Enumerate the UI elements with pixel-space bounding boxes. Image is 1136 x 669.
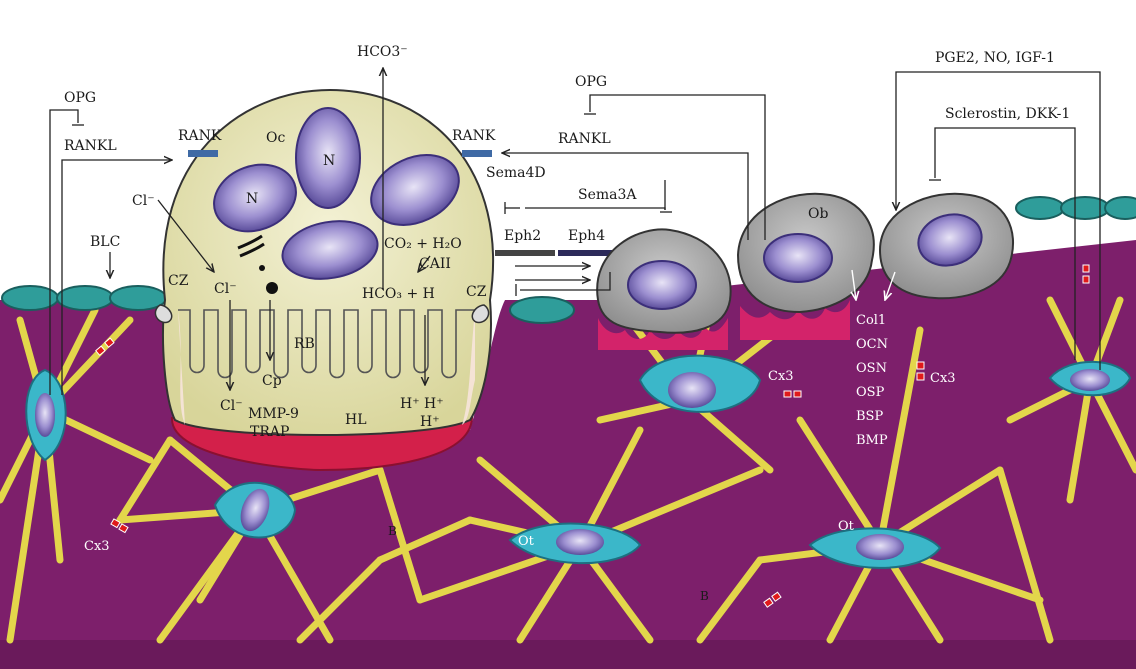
label-co2: CO₂ + H₂O	[384, 236, 462, 252]
osteoblast-3	[880, 194, 1013, 299]
label-sema3a: Sema3A	[578, 187, 637, 203]
ob-product-item: BMP	[856, 433, 888, 448]
label-hplus-row: H⁺ H⁺	[400, 396, 444, 412]
label-eph2: Eph2	[504, 228, 541, 244]
label-cl-mid: Cl⁻	[214, 281, 237, 297]
ob-product-item: OCN	[856, 337, 888, 352]
osteoblast-2	[738, 194, 874, 312]
label-rb: RB	[294, 336, 315, 352]
label-cl-bottom: Cl⁻	[220, 398, 243, 414]
label-hplus-single: H⁺	[420, 414, 440, 430]
label-caii: CAII	[419, 256, 451, 272]
label-pge2: PGE2, NO, IGF-1	[935, 50, 1055, 66]
label-opg-mid: OPG	[575, 74, 607, 90]
label-b-mid: B	[700, 589, 709, 603]
label-trap: TRAP	[250, 424, 289, 440]
ob-product-item: OSN	[856, 361, 887, 376]
label-rankl-left: RANKL	[64, 138, 117, 154]
label-mmp9: MMP-9	[248, 406, 299, 422]
label-rank-right: RANK	[452, 128, 496, 144]
label-cl-top: Cl⁻	[132, 193, 155, 209]
label-hl: HL	[345, 412, 367, 428]
ob-product-item: OSP	[856, 385, 885, 400]
osteoclast	[155, 90, 493, 470]
label-rankl-mid: RANKL	[558, 131, 611, 147]
label-n-top: N	[323, 153, 335, 169]
label-ot-left: Ot	[518, 534, 535, 549]
eph2-bar	[495, 250, 555, 256]
label-cx3-mid: Cx3	[768, 369, 794, 384]
label-ob: Ob	[808, 206, 828, 222]
label-cz-left: CZ	[168, 273, 189, 289]
label-opg-left: OPG	[64, 90, 96, 106]
ob-product-item: Col1	[856, 313, 886, 328]
label-sclerostin: Sclerostin, DKK-1	[945, 106, 1070, 122]
osteoblast-1	[597, 229, 730, 332]
label-b-left: B	[388, 524, 397, 538]
label-cx3-right: Cx3	[930, 371, 956, 386]
ob-product-item: BSP	[856, 409, 883, 424]
label-ot-right: Ot	[838, 519, 855, 534]
label-oc: Oc	[266, 130, 285, 146]
label-sema4d: Sema4D	[486, 165, 546, 181]
label-eph4: Eph4	[568, 228, 605, 244]
label-cp: Cp	[262, 373, 282, 389]
label-cz-right: CZ	[466, 284, 487, 300]
label-hco3-h: HCO₃ + H	[362, 286, 435, 302]
label-rank-left: RANK	[178, 128, 222, 144]
label-cx3-left: Cx3	[84, 539, 110, 554]
label-n-left: N	[246, 191, 258, 207]
label-blc: BLC	[90, 234, 120, 250]
rank-receptor-right	[462, 150, 492, 157]
label-hco3-top: HCO3⁻	[357, 44, 408, 60]
rank-receptor-left	[188, 150, 218, 157]
